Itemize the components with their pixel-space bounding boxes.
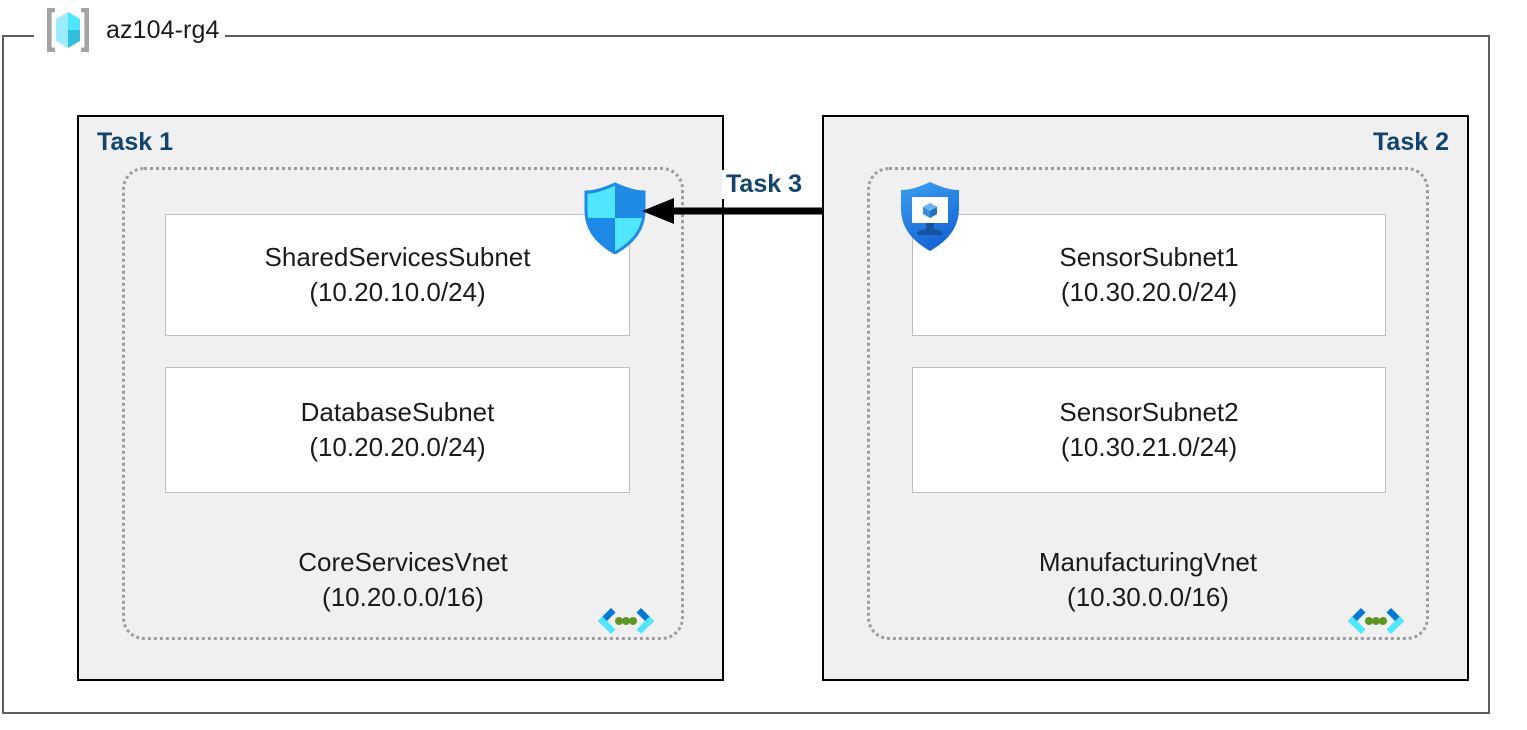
subnet-cidr: (10.30.20.0/24) <box>1060 277 1238 307</box>
subnet-cidr: (10.20.20.0/24) <box>309 432 486 462</box>
subnet-shared-services[interactable]: SharedServicesSubnet (10.20.10.0/24) <box>165 214 630 336</box>
subnet-sensor-1[interactable]: SensorSubnet1 (10.30.20.0/24) <box>912 214 1386 336</box>
vnet-cidr: (10.30.0.0/16) <box>1067 582 1229 613</box>
resource-group-title: az104-rg4 <box>42 4 226 56</box>
vnet-manufacturing-container[interactable] <box>867 167 1429 640</box>
subnet-name: SensorSubnet1 <box>1059 242 1239 273</box>
vnet-core-services-caption: CoreServicesVnet (10.20.0.0/16) <box>122 545 684 615</box>
subnet-name: SensorSubnet2 <box>1059 397 1239 428</box>
resource-group-name: az104-rg4 <box>106 15 220 44</box>
resource-group-border-left <box>2 35 4 714</box>
resource-group-cube-icon <box>42 4 94 56</box>
vnet-core-services-container[interactable] <box>122 167 684 640</box>
azure-bastion-shield-icon <box>897 180 963 252</box>
resource-group-border-bottom <box>2 712 1490 714</box>
vnet-name: CoreServicesVnet <box>298 547 508 577</box>
virtual-network-icon <box>1344 605 1408 653</box>
task-2-label: Task 2 <box>1373 128 1449 156</box>
subnet-sensor-2[interactable]: SensorSubnet2 (10.30.21.0/24) <box>912 367 1386 493</box>
azure-firewall-shield-icon <box>582 182 648 255</box>
subnet-database[interactable]: DatabaseSubnet (10.20.20.0/24) <box>165 367 630 493</box>
task-1-label: Task 1 <box>97 128 173 156</box>
vnet-name: ManufacturingVnet <box>1038 547 1258 577</box>
task-3-label: Task 3 <box>722 170 806 199</box>
resource-group-border-right <box>1488 35 1490 714</box>
virtual-network-icon <box>594 605 658 653</box>
subnet-name: DatabaseSubnet <box>300 397 495 428</box>
subnet-name: SharedServicesSubnet <box>264 242 531 273</box>
subnet-cidr: (10.20.10.0/24) <box>309 277 486 307</box>
resource-group-border-top-left <box>2 35 34 37</box>
subnet-cidr: (10.30.21.0/24) <box>1060 432 1238 462</box>
resource-group-border-top-right <box>185 35 1490 37</box>
vnet-cidr: (10.20.0.0/16) <box>322 582 484 613</box>
vnet-manufacturing-caption: ManufacturingVnet (10.30.0.0/16) <box>867 545 1429 615</box>
